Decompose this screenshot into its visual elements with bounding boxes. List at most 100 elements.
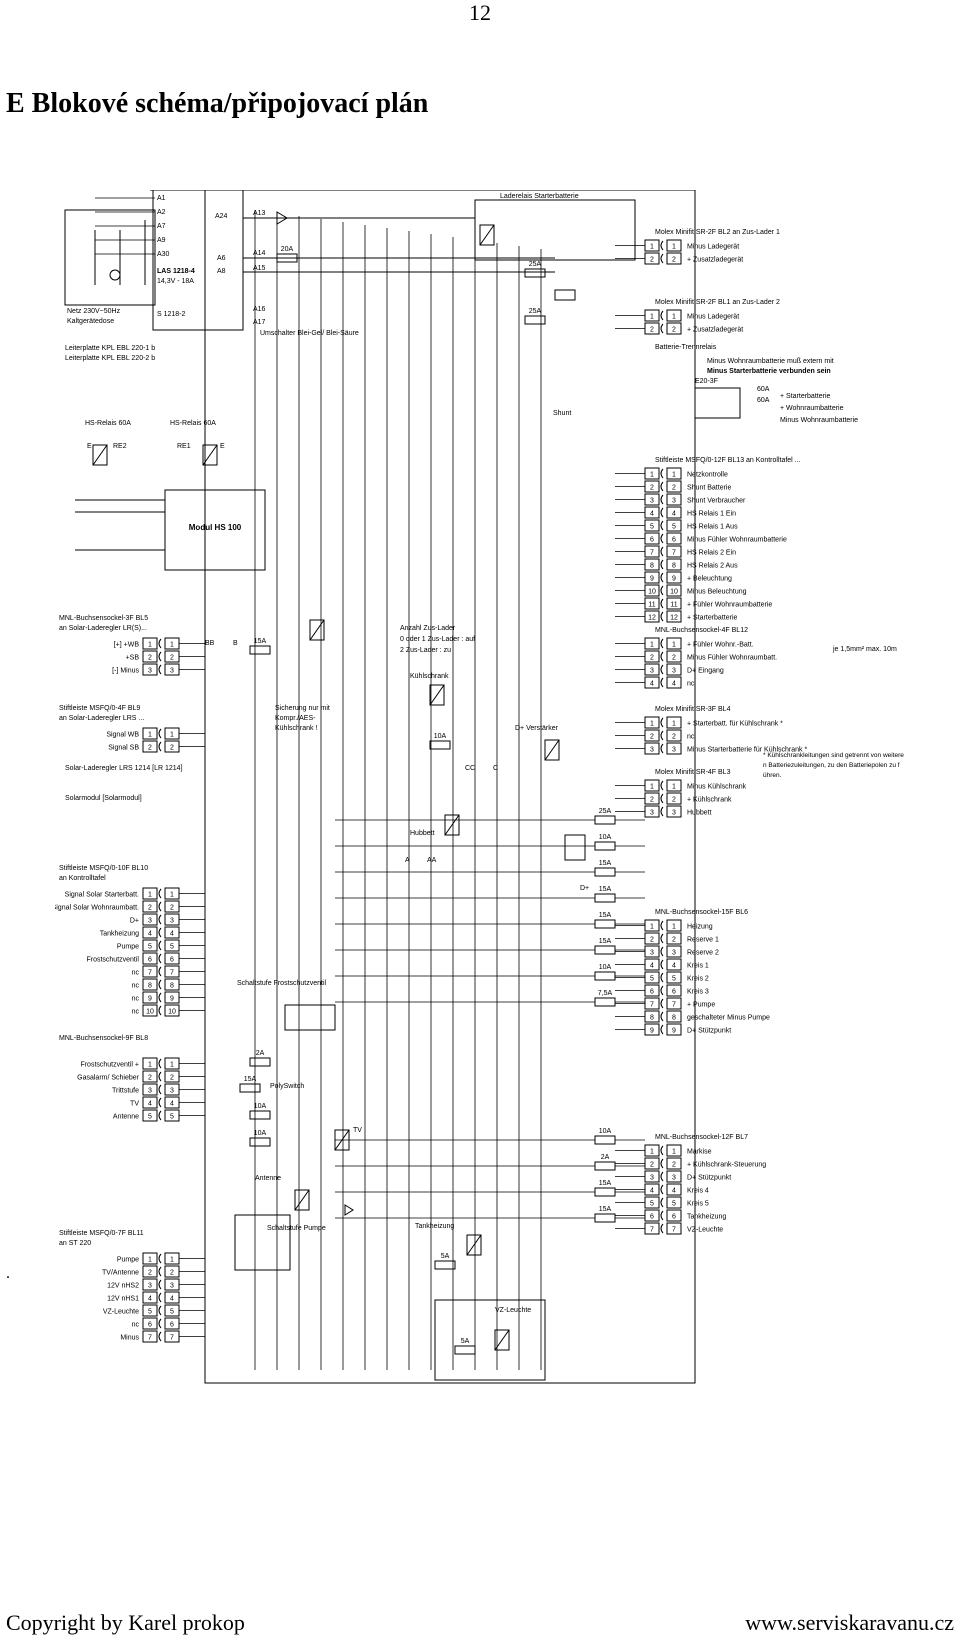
pin-number: 6 [672,989,676,996]
pin-number: 3 [148,668,152,675]
pin-label: Shunt Batterie [687,485,731,492]
pin-number: 2 [672,937,676,944]
a-pin: A2 [157,209,166,216]
left-block-sub: an Kontrolltafel [59,875,106,882]
pin-number: 6 [672,1214,676,1221]
fuse-label: 2A [256,1050,265,1057]
e20-label: E20-3F [695,378,718,385]
right-connector-pin [666,1010,682,1023]
right-block-title: MNL-Buchsensockel-15F BL6 [655,909,748,916]
a-pin: A15 [253,265,266,272]
right-connector-pin [666,637,682,650]
pin-number: 5 [672,1201,676,1208]
socket-contact [660,920,664,931]
socket-contact [660,468,664,479]
tv-label: TV [353,1127,362,1134]
switch-note: Umschalter Blei-Gel/ Blei-Säure [260,330,359,337]
pin-label: Signal Solar Starterbatt. [65,892,139,899]
pin-number: 5 [650,524,654,531]
socket-contact [660,494,664,505]
pin-number: 2 [148,905,152,912]
socket-contact [158,927,162,938]
pin-number: 7 [650,550,654,557]
pin-number: 3 [650,747,654,754]
pin-label: Reserve 2 [687,950,719,957]
pin-number: 3 [148,1283,152,1290]
right-connector-pin [666,597,682,610]
socket-contact [158,1058,162,1069]
pin-number: 2 [650,1162,654,1169]
vz-relay [494,1329,510,1351]
left-block-title: Stiftleiste MSFQ/0-7F BL11 [59,1230,144,1237]
pin-number: 1 [650,721,654,728]
fridge-cable-note: ühren. [763,772,782,779]
vz-label: VZ-Leuchte [495,1307,531,1314]
pin-number: 3 [672,810,676,817]
pin-label: Signal SB [108,745,139,752]
pin-number: 1 [148,1062,152,1069]
charger-s-label: S 1218-2 [157,311,186,318]
label-b: B [233,640,238,647]
zus-note: Anzahl Zus-Lader [400,625,456,632]
pin-label: Minus Ladegerät [687,314,739,321]
left-block-title: MNL-Buchsensockel-3F BL5 [59,615,148,622]
socket-contact [660,638,664,649]
pin-number: 1 [170,1062,174,1069]
fuse-label: 20A [281,246,294,253]
wiring-diagram: Netz 230V~50HzKaltgerätedoseA1A2A7A9A30L… [55,190,904,1384]
socket-contact [660,520,664,531]
pin-number: 11 [648,602,655,609]
socket-contact [660,664,664,675]
pin-number: 3 [170,668,174,675]
fuse-label: 10A [599,964,612,971]
pin-number: 4 [650,511,654,518]
socket-contact [660,780,664,791]
pin-number: 5 [170,1114,174,1121]
socket-contact [660,946,664,957]
fridge-note: Kühlschrank ! [275,725,317,732]
fuse-label: 10A [254,1103,267,1110]
fuse-2a [249,1057,271,1067]
pin-label: Minus [120,1335,139,1342]
pin-number: 10 [648,589,656,596]
left-connector-pin [142,991,158,1004]
socket-contact [158,741,162,752]
right-connector-pin [666,716,682,729]
pin-label: D+ Stützpunkt [687,1028,731,1035]
pin-number: 6 [672,537,676,544]
left-connector-pin [142,1317,158,1330]
right-connector-pin [666,239,682,252]
left-connector-pin [142,1278,158,1291]
pin-label: Minus Starterbatterie für Kühlschrank * [687,747,807,754]
socket-contact [660,1210,664,1221]
socket-contact [158,953,162,964]
pin-label: VZ-Leuchte [687,1227,723,1234]
pin-number: 5 [148,1309,152,1316]
pin-number: 1 [148,732,152,739]
left-block-sub: an ST 220 [59,1240,91,1247]
pin-label: nc [132,970,140,977]
right-connector-pin [666,571,682,584]
socket-contact [660,651,664,662]
socket-contact [660,730,664,741]
right-connector-pin [666,252,682,265]
socket-contact [158,1331,162,1342]
fuse-label: 10A [434,733,447,740]
board-outline [204,190,696,1384]
pin-label: Pumpe [117,1257,139,1264]
pin-number: 5 [650,976,654,983]
bus-fuse [594,867,616,877]
socket-contact [660,310,664,321]
zus-relay [309,619,325,641]
right-connector-pin [666,945,682,958]
right-connector-pin [666,480,682,493]
left-connector-pin [142,913,158,926]
socket-contact [158,1084,162,1095]
right-block-title: Molex Minifit SR-3F BL4 [655,706,731,713]
socket-contact [158,1097,162,1108]
pin-number: 9 [672,576,676,583]
socket-contact [660,1024,664,1035]
pin-label: HS Relais 2 Ein [687,550,736,557]
pin-number: 6 [148,957,152,964]
pin-number: 6 [170,957,174,964]
